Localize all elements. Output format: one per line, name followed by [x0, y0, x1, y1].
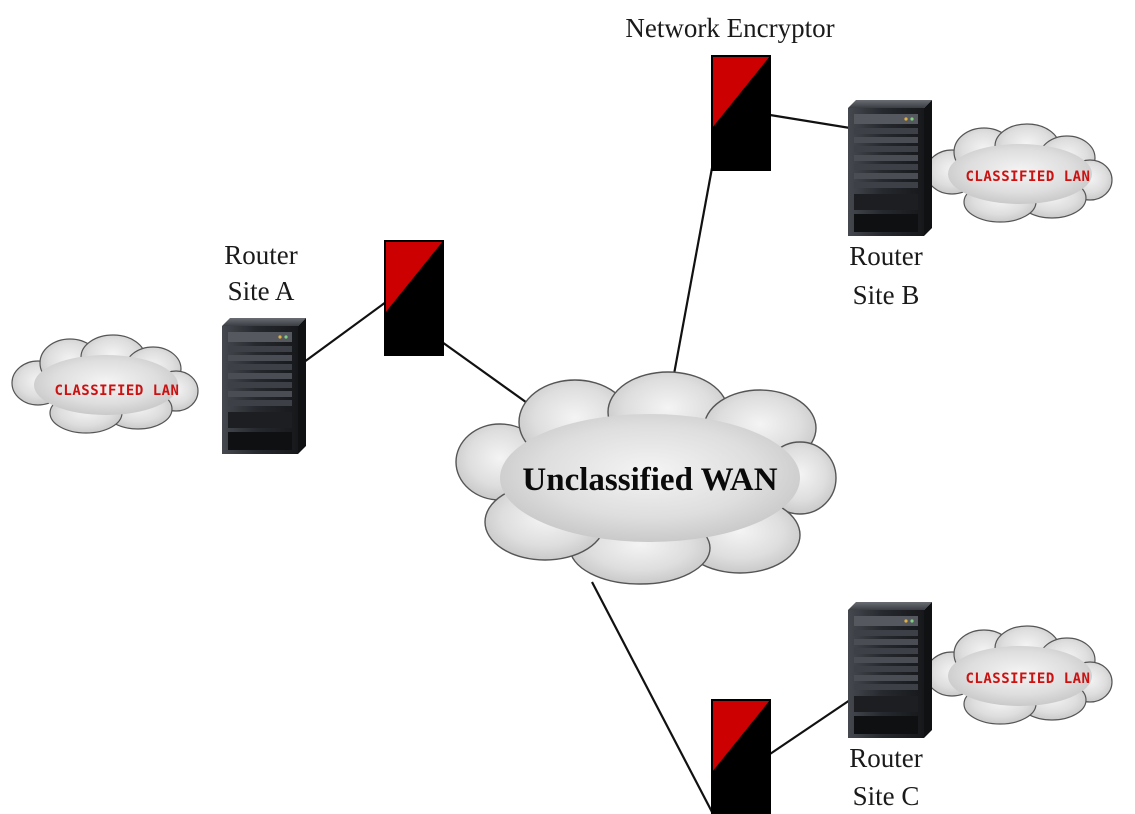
router-c-label-line2: Site C	[853, 781, 920, 811]
link-encryptor-a-to-wan	[441, 341, 531, 406]
encryptor-c-icon	[711, 699, 771, 814]
site-c: CLASSIFIED LAN Router Site C	[711, 602, 1113, 814]
router-b-label-line1: Router	[849, 241, 923, 271]
lan-b-label: CLASSIFIED LAN	[965, 169, 1090, 185]
encryptor-b-icon	[711, 55, 771, 171]
lan-c-label: CLASSIFIED LAN	[965, 671, 1090, 687]
link-encryptor-c-to-router-c	[769, 699, 851, 755]
site-b: Network Encryptor CLASSIFIED LAN Router …	[625, 13, 1113, 310]
lan-a-label: CLASSIFIED LAN	[54, 383, 179, 399]
wan-label: Unclassified WAN	[522, 462, 777, 498]
link-encryptor-b-to-router-b	[769, 113, 851, 130]
router-a-label-line1: Router	[224, 240, 298, 270]
link-wan-to-encryptor-b	[670, 167, 714, 386]
router-b-label-line2: Site B	[853, 280, 920, 310]
link-wan-to-encryptor-c	[591, 581, 713, 813]
router-a-icon	[222, 318, 306, 454]
links	[299, 113, 851, 813]
router-c-icon	[848, 602, 932, 738]
router-c-label-line1: Router	[849, 743, 923, 773]
link-router-a-to-encryptor-a	[299, 301, 387, 366]
encryptor-label: Network Encryptor	[625, 13, 834, 43]
wan-cloud-icon	[455, 371, 837, 585]
router-b-icon	[848, 100, 932, 236]
router-a-label-line2: Site A	[228, 276, 295, 306]
encryptor-a-icon	[384, 240, 444, 356]
site-a: Router Site A CLASSIFIED LAN	[11, 240, 444, 454]
